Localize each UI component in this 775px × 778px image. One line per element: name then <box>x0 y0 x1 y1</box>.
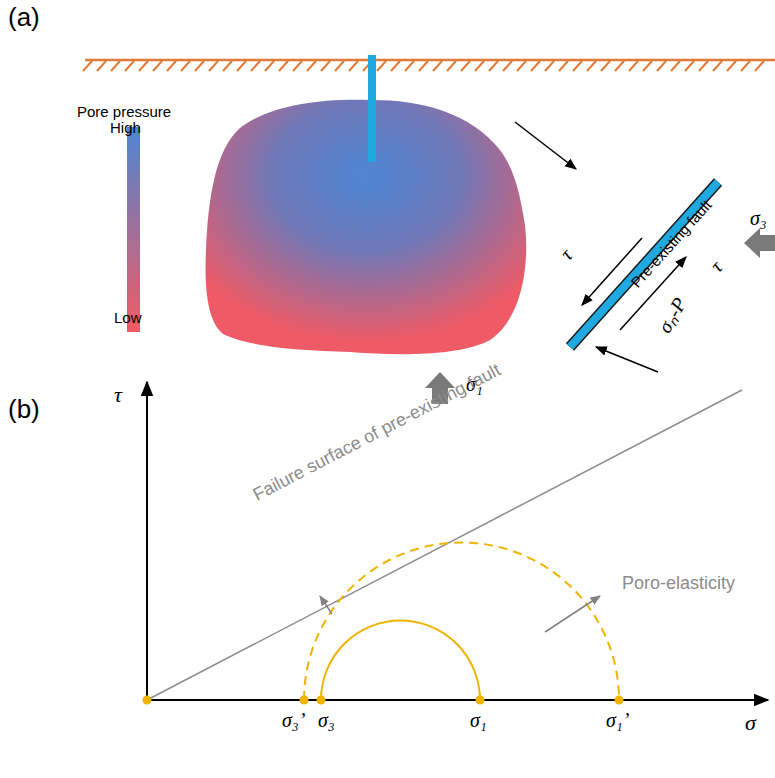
mohr-circle-shifted <box>304 543 619 700</box>
hatch-stroke <box>321 61 330 71</box>
tau-axis <box>146 382 148 700</box>
hatch-stroke <box>461 61 470 71</box>
hatch-stroke <box>349 61 358 71</box>
hatch-stroke <box>279 61 288 71</box>
hatch-stroke <box>475 61 484 71</box>
hatch-stroke <box>307 61 316 71</box>
fault-label: Pre-existing fault <box>628 197 714 290</box>
hatch-stroke <box>419 61 428 71</box>
colorbar-low: Low <box>114 310 142 325</box>
hatch-stroke <box>503 61 512 71</box>
colorbar-high: High <box>110 120 141 135</box>
axis-tick-label: σ₁ <box>470 710 487 730</box>
hatch-stroke <box>685 61 694 71</box>
axis-tick-label: σ₁’ <box>606 710 629 730</box>
hatch-stroke <box>335 61 344 71</box>
axis-points <box>143 696 624 705</box>
axis-label: τ <box>114 384 122 406</box>
hatch-stroke <box>615 61 624 71</box>
hatch-stroke <box>167 61 176 71</box>
stress-symbol: σₙ-P <box>654 294 690 336</box>
shear-arrow <box>582 238 642 305</box>
hatch-stroke <box>545 61 554 71</box>
stress-symbol: τ <box>556 245 576 264</box>
axis-label: σ <box>745 712 756 734</box>
normal-arrow <box>515 122 576 169</box>
hatch-stroke <box>139 61 148 71</box>
hatch-stroke <box>125 61 134 71</box>
injection-well <box>368 55 376 162</box>
hatch-stroke <box>433 61 442 71</box>
hatch-stroke <box>713 61 722 71</box>
hatch-stroke <box>265 61 274 71</box>
hatch-stroke <box>559 61 568 71</box>
shift-arrow <box>545 596 600 632</box>
hatch-stroke <box>671 61 680 71</box>
colorbar <box>127 127 140 332</box>
hatch-stroke <box>181 61 190 71</box>
hatch-stroke <box>447 61 456 71</box>
line-label: Failure surface of pre-existing fault <box>250 360 503 503</box>
stress-symbol: σ₃ <box>750 208 767 228</box>
hatch-stroke <box>391 61 400 71</box>
pressure-plume <box>206 100 527 355</box>
hatch-stroke <box>741 61 750 71</box>
hatch-stroke <box>755 61 764 71</box>
normal-arrow <box>596 347 658 372</box>
hatch-stroke <box>251 61 260 71</box>
hatch-stroke <box>699 61 708 71</box>
hatch-stroke <box>377 61 386 71</box>
hatch-stroke <box>727 61 736 71</box>
hatch-stroke <box>153 61 162 71</box>
ground-surface <box>85 59 775 62</box>
shift-arrow <box>320 596 332 614</box>
axis-tick-label: σ₃ <box>318 710 335 730</box>
hatch-stroke <box>657 61 666 71</box>
hatch-stroke <box>517 61 526 71</box>
axis-tick-label: σ₃’ <box>282 710 305 730</box>
sigma-axis <box>147 699 768 701</box>
hatch-stroke <box>601 61 610 71</box>
hatch-stroke <box>111 61 120 71</box>
curve-label: Poro-elasticity <box>622 574 735 592</box>
ground-hatching <box>83 61 764 71</box>
hatch-stroke <box>195 61 204 71</box>
hatch-stroke <box>223 61 232 71</box>
panel-label: (a) <box>8 4 40 30</box>
hatch-stroke <box>629 61 638 71</box>
hatch-stroke <box>531 61 540 71</box>
hatch-stroke <box>405 61 414 71</box>
colorbar-title: Pore pressure <box>77 104 171 119</box>
hatch-stroke <box>209 61 218 71</box>
sigma3-arrow <box>744 228 775 258</box>
hatch-stroke <box>83 61 92 71</box>
hatch-stroke <box>587 61 596 71</box>
hatch-stroke <box>643 61 652 71</box>
pre-existing-fault <box>570 182 718 347</box>
hatch-stroke <box>489 61 498 71</box>
fault-outline <box>570 182 718 347</box>
panel-label: (b) <box>8 396 40 422</box>
mohr-circle <box>321 621 480 700</box>
hatch-stroke <box>237 61 246 71</box>
hatch-stroke <box>573 61 582 71</box>
stress-symbol: τ <box>706 257 726 276</box>
hatch-stroke <box>293 61 302 71</box>
failure-line <box>147 390 742 700</box>
hatch-stroke <box>97 61 106 71</box>
